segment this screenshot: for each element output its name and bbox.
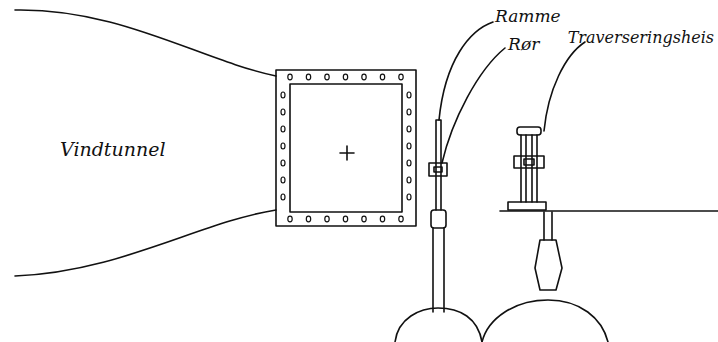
rivet xyxy=(343,74,347,80)
rivet xyxy=(407,160,411,166)
rivet xyxy=(281,160,285,166)
rivet xyxy=(407,143,411,149)
stand-pole xyxy=(433,228,444,312)
part-label: Rør xyxy=(508,36,539,53)
rivet xyxy=(306,74,310,80)
part-label: Traverseringsheis xyxy=(568,30,714,46)
rivet xyxy=(281,177,285,183)
stand-joint xyxy=(431,210,446,228)
tunnel-wall xyxy=(15,210,276,276)
rivet xyxy=(380,74,384,80)
tunnel-label: Vindtunnel xyxy=(60,140,166,159)
tunnel-wall xyxy=(15,10,276,76)
traverse-knob xyxy=(517,127,541,135)
part-label: Ramme xyxy=(495,8,561,25)
rivet xyxy=(288,74,292,80)
rivet xyxy=(407,126,411,132)
table-base xyxy=(482,300,608,342)
table-column xyxy=(535,240,562,290)
window-frame xyxy=(276,70,416,226)
tube-end xyxy=(434,167,442,172)
center-cross xyxy=(340,146,354,160)
traverse-base-plate xyxy=(508,202,546,210)
rivet xyxy=(306,216,310,222)
rivet-row xyxy=(281,74,411,222)
leader-line xyxy=(439,22,493,120)
traverse-probe xyxy=(524,159,534,165)
rivet xyxy=(380,216,384,222)
rivet xyxy=(407,92,411,98)
table-edge xyxy=(500,210,718,212)
rivet xyxy=(281,194,285,200)
rivet xyxy=(281,109,285,115)
rivet xyxy=(281,92,285,98)
rivet xyxy=(281,126,285,132)
rivet xyxy=(407,109,411,115)
traverse-carriage xyxy=(514,156,544,168)
rivet xyxy=(407,177,411,183)
rivet xyxy=(325,74,329,80)
rivet xyxy=(407,194,411,200)
rivet xyxy=(281,143,285,149)
stand-base xyxy=(395,308,482,342)
rivet xyxy=(399,74,403,80)
rivet xyxy=(288,216,292,222)
window-glass xyxy=(290,84,402,212)
rivet xyxy=(362,74,366,80)
leader-line xyxy=(442,48,505,163)
rivet xyxy=(343,216,347,222)
table-post xyxy=(544,212,552,240)
frame-rod xyxy=(436,120,441,210)
tube-clamp xyxy=(429,163,447,176)
rivet xyxy=(325,216,329,222)
rivet xyxy=(362,216,366,222)
leader-line xyxy=(544,42,585,131)
rivet xyxy=(399,216,403,222)
